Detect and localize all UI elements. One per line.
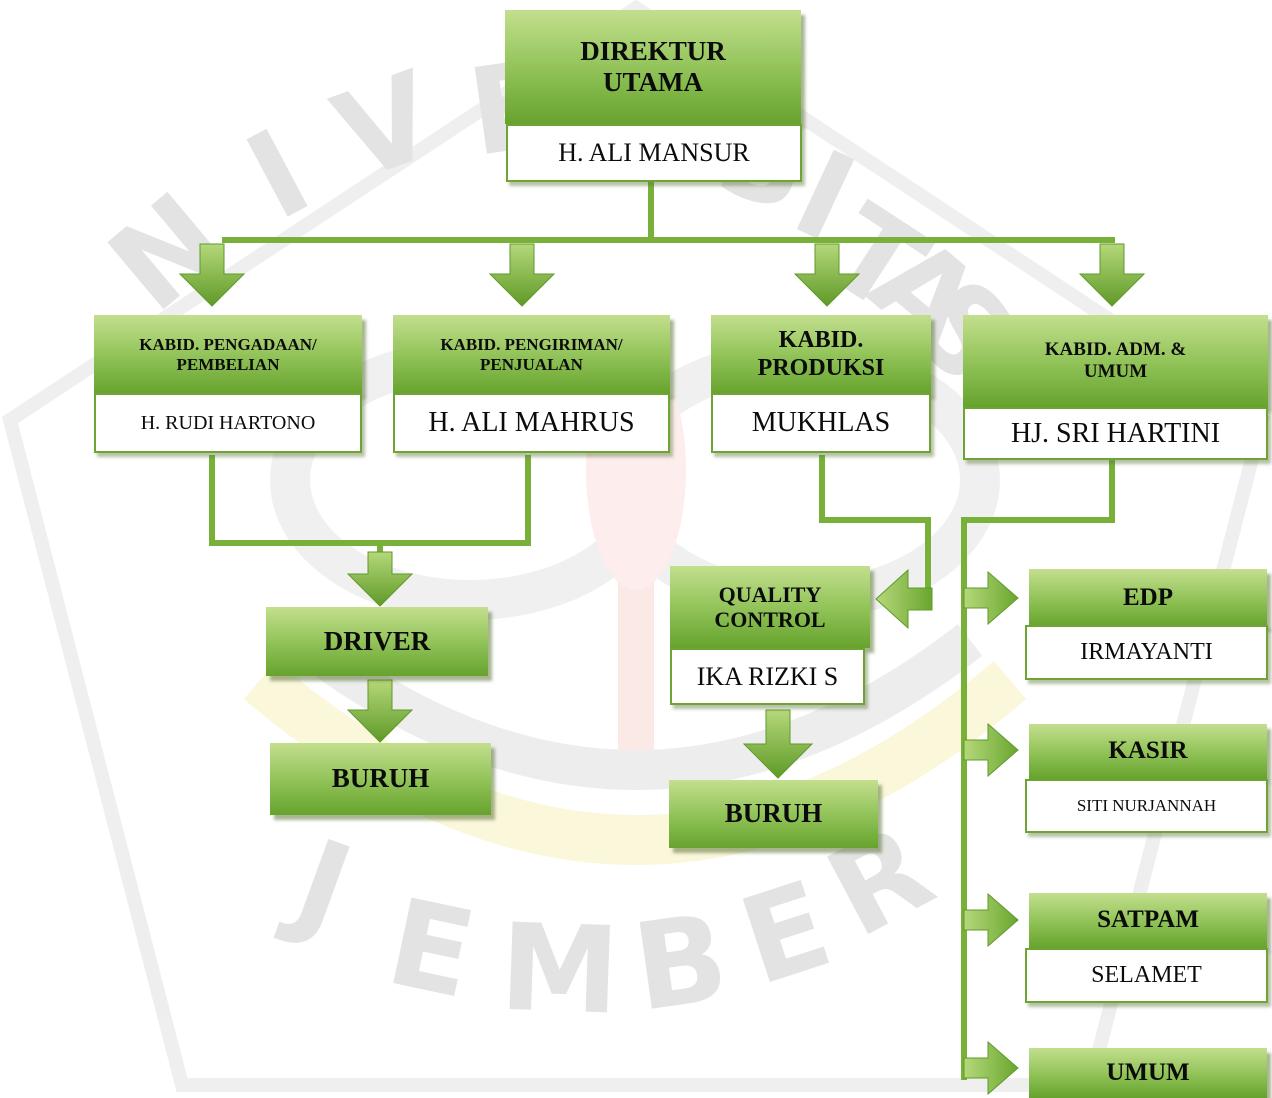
arrows-left xyxy=(875,568,933,630)
arrow-right-satpam xyxy=(963,892,1019,948)
arrow-down-pengiriman xyxy=(488,243,556,307)
watermark-bowl xyxy=(287,624,983,790)
watermark-letter: E xyxy=(377,873,486,1026)
arrow-down-produksi xyxy=(793,243,861,307)
driver-box: DRIVER xyxy=(266,607,488,676)
kabid-produksi-name: MUKHLAS xyxy=(711,393,931,453)
kabid-pengadaan-name: H. RUDI HARTONO xyxy=(94,393,362,453)
watermark-letter: I xyxy=(226,104,331,248)
connector-produksi-qc xyxy=(819,455,931,600)
buruh-left-box: BURUH xyxy=(270,743,491,815)
arrow-right-kasir xyxy=(963,722,1019,778)
arrow-down-driver xyxy=(346,551,414,607)
arrow-down-adm xyxy=(1078,243,1146,307)
watermark-letter: M xyxy=(498,899,622,1042)
umum-title: UMUM xyxy=(1029,1048,1267,1098)
kabid-produksi-title: KABID. PRODUKSI xyxy=(711,315,931,394)
arrow-down-buruh-left xyxy=(346,679,414,743)
kabid-adm-name: HJ. SRI HARTINI xyxy=(963,407,1268,460)
direktur-name: H. ALI MANSUR xyxy=(506,124,802,182)
arrows-right xyxy=(963,570,1019,1096)
quality-control-name: IKA RIZKI S xyxy=(670,648,865,705)
watermark-letter: J xyxy=(272,812,368,960)
connector-pengadaan-driver xyxy=(209,455,531,546)
arrow-left-qc xyxy=(875,568,933,630)
watermark-letter: B xyxy=(626,889,736,1039)
kabid-adm-title: KABID. ADM. & UMUM xyxy=(963,315,1268,407)
arrow-down-pengadaan xyxy=(178,243,246,307)
kabid-pengiriman-name: H. ALI MAHRUS xyxy=(393,393,670,453)
direktur-title: DIREKTUR UTAMA xyxy=(505,10,801,124)
kasir-title: KASIR xyxy=(1029,724,1267,779)
satpam-name: SELAMET xyxy=(1025,948,1268,1003)
buruh-mid-box: BURUH xyxy=(669,780,878,848)
watermark-letter: V xyxy=(318,46,453,208)
connector-adm-staff xyxy=(961,460,1115,1080)
arrow-right-umum xyxy=(963,1040,1019,1096)
arrows xyxy=(178,243,1146,779)
watermark-letter: N xyxy=(84,168,250,339)
kabid-pengiriman-title: KABID. PENGIRIMAN/ PENJUALAN xyxy=(393,315,670,394)
satpam-title: SATPAM xyxy=(1029,893,1267,948)
quality-control-title: QUALITY CONTROL xyxy=(670,566,870,648)
kabid-pengadaan-title: KABID. PENGADAAN/ PEMBELIAN xyxy=(94,315,362,394)
edp-title: EDP xyxy=(1029,569,1267,627)
arrow-down-buruh-mid xyxy=(742,709,814,779)
arrow-right-edp xyxy=(963,570,1019,626)
kasir-name: SITI NURJANNAH xyxy=(1025,779,1268,833)
edp-name: IRMAYANTI xyxy=(1025,625,1268,680)
